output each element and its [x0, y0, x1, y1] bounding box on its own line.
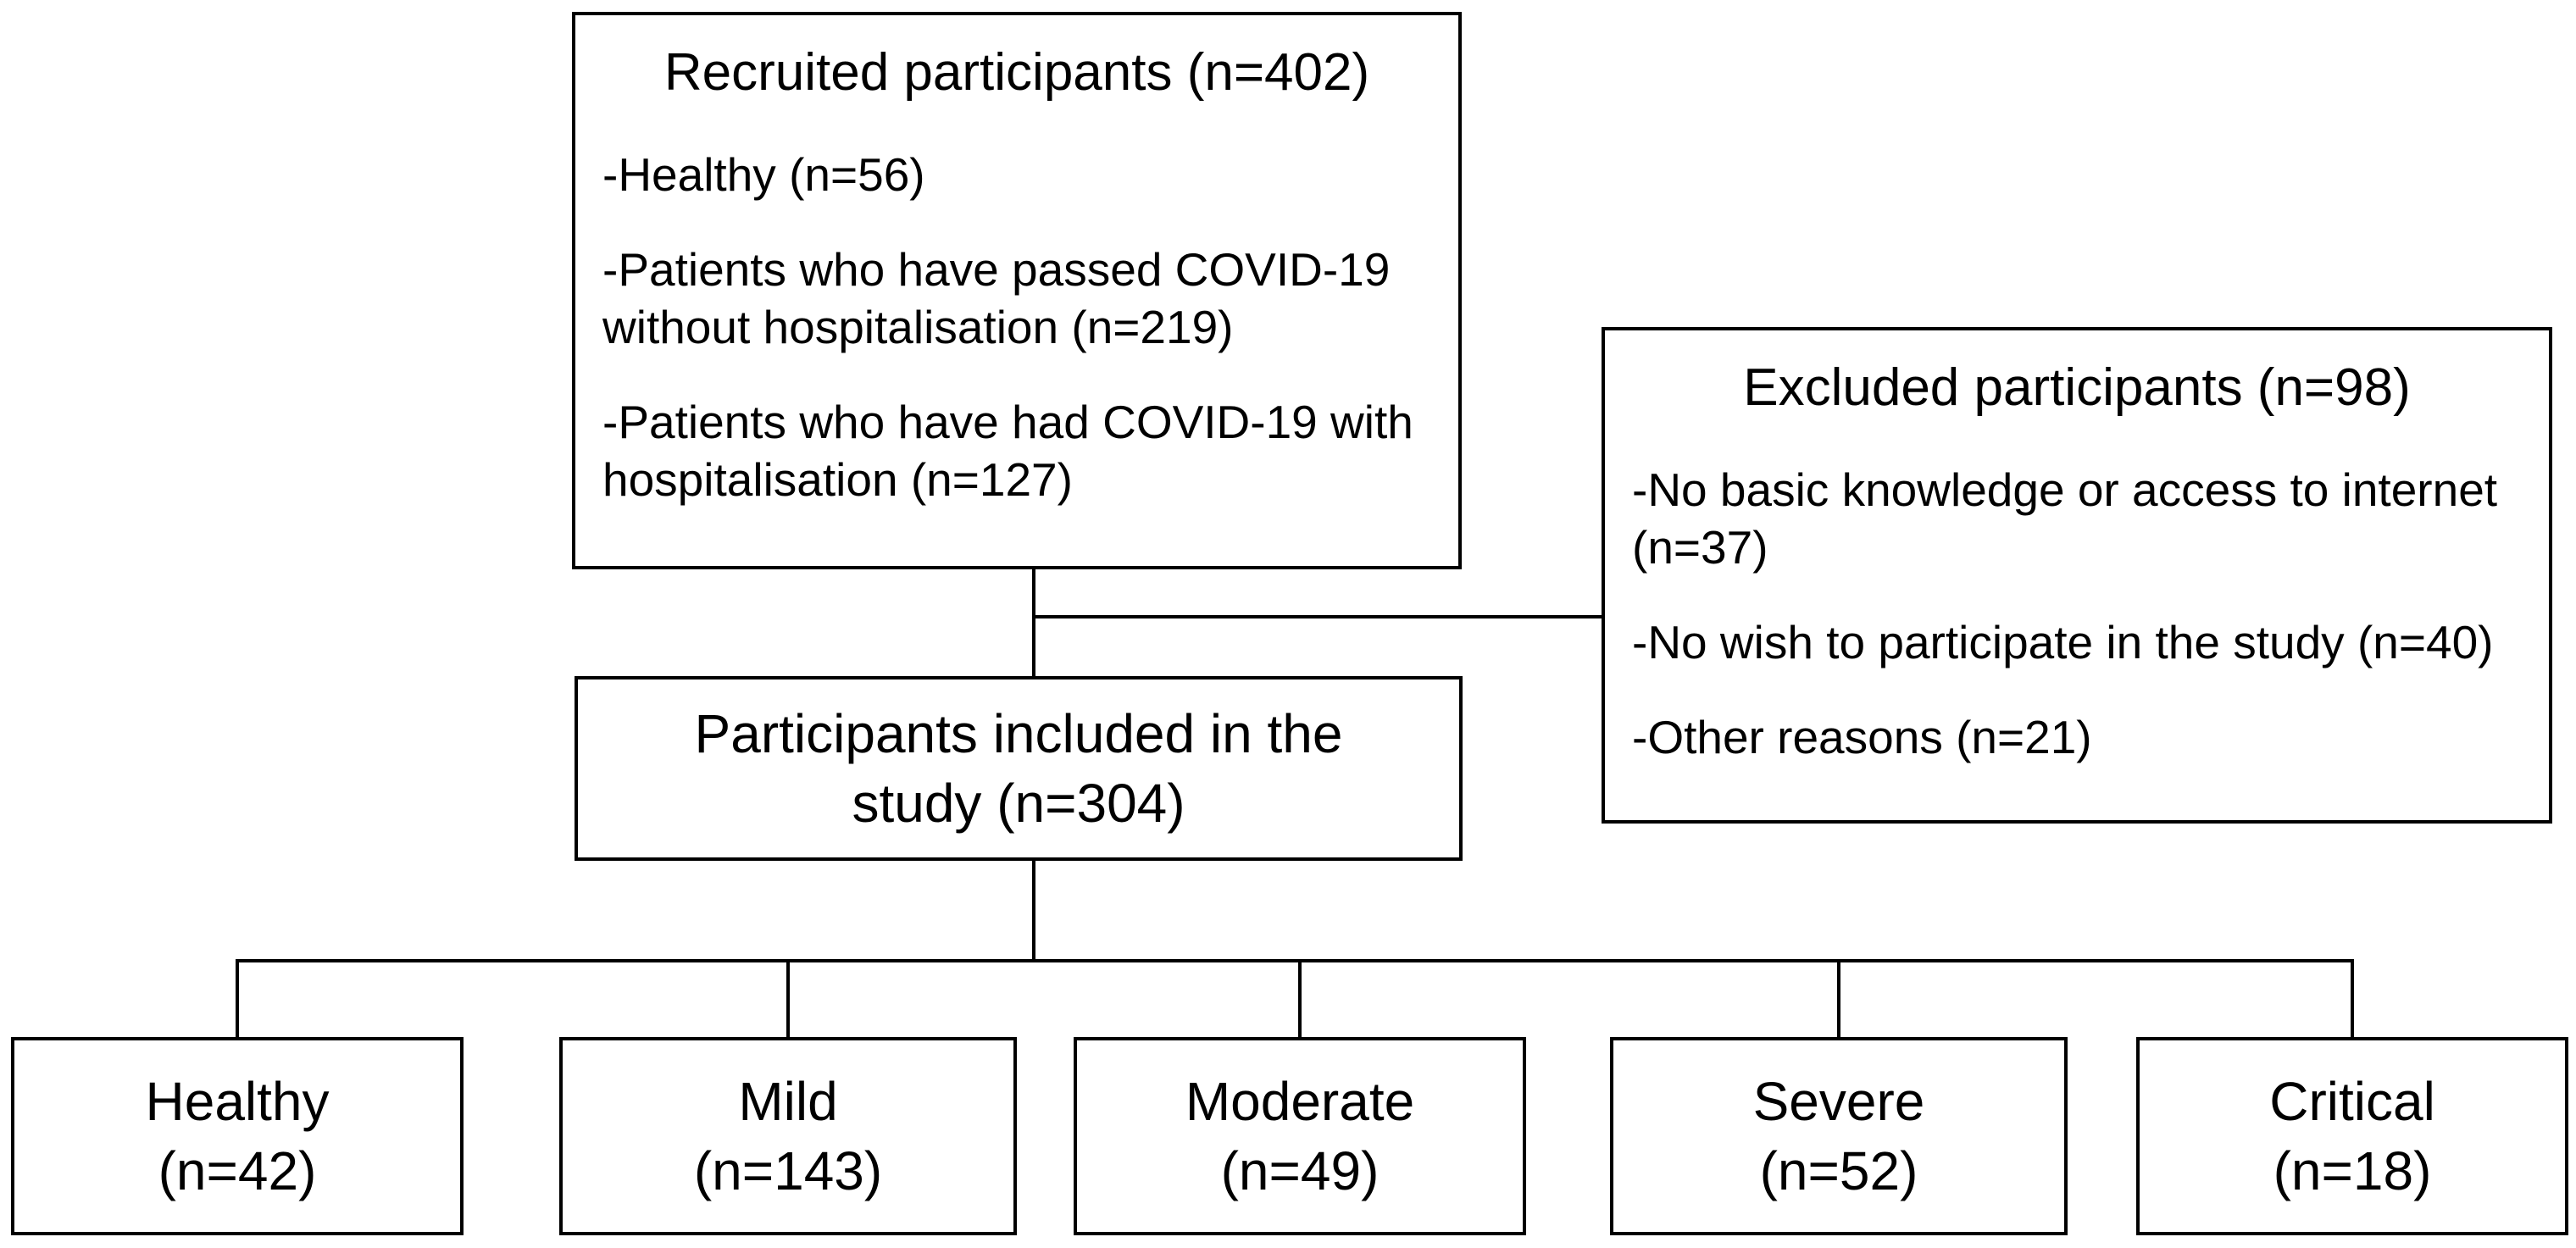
- group-label-moderate: Moderate: [1185, 1071, 1415, 1132]
- group-box-healthy: Healthy (n=42): [11, 1037, 464, 1235]
- group-label-mild: Mild: [738, 1071, 838, 1132]
- recruited-title: Recruited participants (n=402): [663, 43, 1370, 102]
- included-title: Participants included in the study (n=30…: [694, 703, 1343, 834]
- excluded-item-no-internet: -No basic knowledge or access to interne…: [1632, 463, 2498, 574]
- group-count-mild: (n=143): [693, 1140, 883, 1201]
- recruited-item-no-hospitalisation: -Patients who have passed COVID-19 witho…: [602, 243, 1391, 353]
- stub-severe: [1837, 959, 1840, 1039]
- stub-critical: [2351, 959, 2354, 1039]
- group-count-moderate: (n=49): [1220, 1140, 1380, 1201]
- connector-recruited-to-included: [1032, 568, 1035, 678]
- distribution-rail: [236, 959, 2354, 962]
- group-count-healthy: (n=42): [158, 1140, 317, 1201]
- group-box-moderate: Moderate (n=49): [1074, 1037, 1526, 1235]
- excluded-box-body: Excluded participants (n=98) -No basic k…: [1605, 330, 2549, 788]
- stub-healthy: [236, 959, 239, 1039]
- stub-mild: [786, 959, 790, 1039]
- excluded-item-other: -Other reasons (n=21): [1632, 711, 2092, 763]
- excluded-box: Excluded participants (n=98) -No basic k…: [1602, 327, 2552, 824]
- connector-included-to-rail: [1032, 859, 1035, 962]
- excluded-item-no-wish: -No wish to participate in the study (n=…: [1632, 616, 2494, 668]
- group-box-severe: Severe (n=52): [1610, 1037, 2068, 1235]
- group-box-mild: Mild (n=143): [559, 1037, 1017, 1235]
- included-box: Participants included in the study (n=30…: [575, 676, 1463, 861]
- recruited-box: Recruited participants (n=402) -Healthy …: [572, 12, 1462, 569]
- stub-moderate: [1298, 959, 1302, 1039]
- group-label-critical: Critical: [2269, 1071, 2435, 1132]
- group-label-severe: Severe: [1752, 1071, 1925, 1132]
- group-count-severe: (n=52): [1759, 1140, 1918, 1201]
- group-box-critical: Critical (n=18): [2136, 1037, 2568, 1235]
- recruited-box-body: Recruited participants (n=402) -Healthy …: [575, 15, 1458, 530]
- connector-branch-to-excluded: [1034, 615, 1603, 618]
- recruited-item-hospitalisation: -Patients who have had COVID-19 with hos…: [602, 396, 1413, 506]
- group-count-critical: (n=18): [2273, 1140, 2432, 1201]
- recruited-item-healthy: -Healthy (n=56): [602, 148, 925, 201]
- group-label-healthy: Healthy: [145, 1071, 330, 1132]
- excluded-title: Excluded participants (n=98): [1743, 358, 2411, 417]
